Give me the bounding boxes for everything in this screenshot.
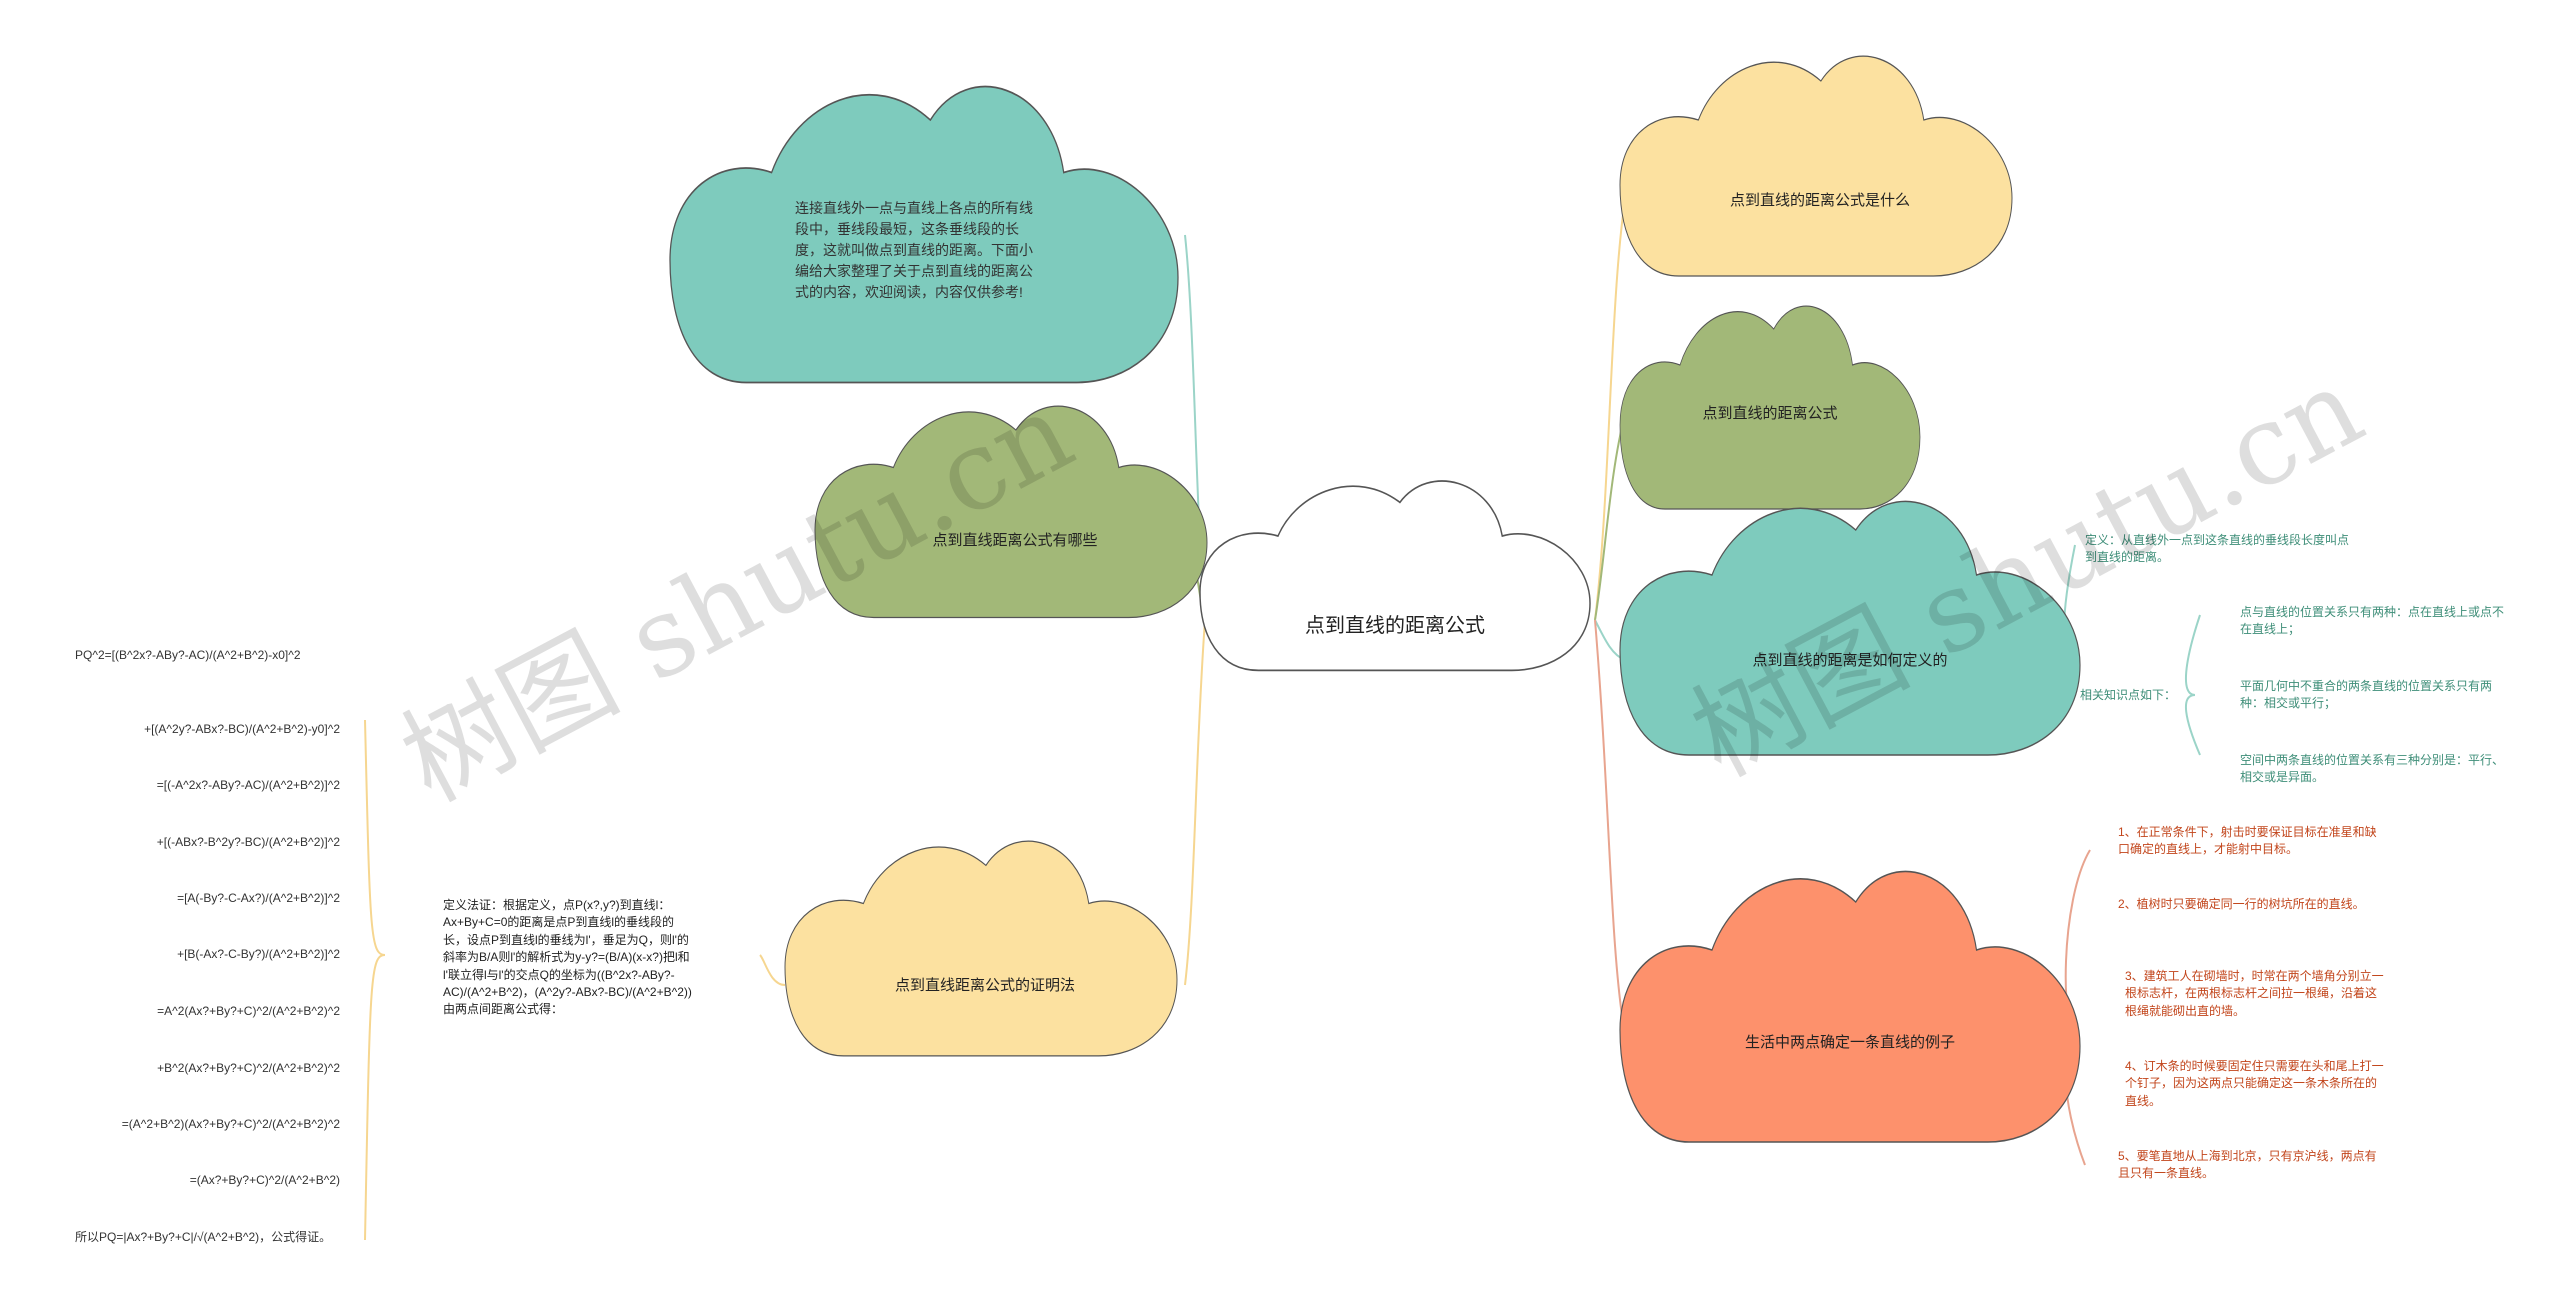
equation-line: =[(-A^2x?-ABy?-AC)/(A^2+B^2)]^2 <box>156 778 340 792</box>
equation-line: =A^2(Ax?+By?+C)^2/(A^2+B^2)^2 <box>157 1004 340 1018</box>
related-item: 平面几何中不重合的两条直线的位置关系只有两种：相交或平行； <box>2240 679 2493 711</box>
equation-line: 所以PQ=|Ax?+By?+C|/√(A^2+B^2)，公式得证。 <box>75 1230 332 1244</box>
root-label[interactable]: 点到直线的距离公式 <box>1305 615 1485 637</box>
connector-proof <box>1184 619 1206 986</box>
example-item: 4、订木条的时候要固定住只需要在头和尾上打一个钉子，因为这两点只能确定这一条木条… <box>2125 1059 2384 1108</box>
connector-formula <box>1594 414 1626 621</box>
connector-life <box>1594 619 1626 1036</box>
what-node <box>1619 55 2013 277</box>
example-item: 2、植树时只要确定同一行的树坑所在的直线。 <box>2118 897 2365 911</box>
which-label[interactable]: 点到直线距离公式有哪些 <box>932 532 1098 549</box>
equation-line: =[A(-By?-C-Ax?)/(A^2+B^2)]^2 <box>177 891 340 905</box>
equation-line: =(A^2+B^2)(Ax?+By?+C)^2/(A^2+B^2)^2 <box>121 1117 340 1131</box>
equation-line: PQ^2=[(B^2x?-ABy?-AC)/(A^2+B^2)-x0]^2 <box>75 648 301 662</box>
equation-line: +[B(-Ax?-C-By?)/(A^2+B^2)]^2 <box>177 947 340 961</box>
related-label: 相关知识点如下： <box>2080 688 2177 702</box>
proof-definition-text: 定义法证：根据定义，点P(x?,y?)到直线l：Ax+By+C=0的距离是点P到… <box>443 898 692 1017</box>
connector-what <box>1594 199 1626 621</box>
intro-label[interactable]: 连接直线外一点与直线上各点的所有线段中，垂线段最短，这条垂线段的长度，这就叫做点… <box>795 200 1033 300</box>
root-node <box>1199 480 1591 672</box>
related-item: 空间中两条直线的位置关系有三种分别是：平行、相交或是异面。 <box>2240 753 2505 785</box>
example-item: 1、在正常条件下，射击时要保证目标在准星和缺口确定的直线上，才能射中目标。 <box>2118 825 2377 857</box>
related-item: 点与直线的位置关系只有两种：点在直线上或点不在直线上； <box>2240 605 2505 637</box>
connector-proof-def <box>759 954 786 986</box>
life-label[interactable]: 生活中两点确定一条直线的例子 <box>1744 1034 1955 1051</box>
life-node <box>1619 870 2081 1143</box>
what-label[interactable]: 点到直线的距离公式是什么 <box>1729 192 1910 209</box>
define-label[interactable]: 点到直线的距离是如何定义的 <box>1752 652 1948 669</box>
equation-line: +[(-ABx?-B^2y?-BC)/(A^2+B^2)]^2 <box>156 835 340 849</box>
proof-node <box>784 840 1178 1057</box>
bracket-related <box>2184 614 2201 756</box>
definition-text: 定义：从直线外一点到这条直线的垂线段长度叫点到直线的距离。 <box>2085 533 2350 565</box>
proof-label[interactable]: 点到直线距离公式的证明法 <box>894 977 1075 994</box>
example-item: 5、要笔直地从上海到北京，只有京沪线，两点有且只有一条直线。 <box>2118 1149 2377 1181</box>
example-item: 3、建筑工人在砌墙时，时常在两个墙角分别立一根标志杆，在两根标志杆之间拉一根绳，… <box>2125 969 2384 1018</box>
bracket-equations <box>364 719 386 1241</box>
equation-line: +[(A^2y?-ABx?-BC)/(A^2+B^2)-y0]^2 <box>144 722 340 736</box>
equation-line: +B^2(Ax?+By?+C)^2/(A^2+B^2)^2 <box>157 1061 340 1075</box>
equation-line: =(Ax?+By?+C)^2/(A^2+B^2) <box>189 1173 340 1187</box>
formula-label[interactable]: 点到直线的距离公式 <box>1702 405 1838 422</box>
